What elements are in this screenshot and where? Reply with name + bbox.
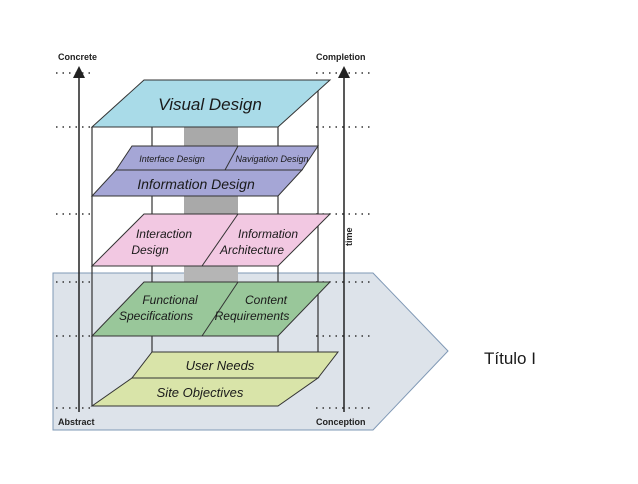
interface-label: Interface Design [139,154,205,164]
info-arch-label-1: Information [238,227,298,241]
content-label-1: Content [245,293,288,307]
label-completion: Completion [316,52,366,62]
label-concrete: Concrete [58,52,98,62]
connection-strand-middle [184,196,238,214]
interaction-label-2: Design [131,243,169,257]
visual-design-label: Visual Design [158,95,262,114]
functional-label-2: Specifications [119,309,193,323]
interaction-label-1: Interaction [136,227,192,241]
site-objectives-label: Site Objectives [157,385,244,400]
information-design-label: Information Design [137,176,255,192]
user-needs-label: User Needs [186,358,255,373]
plane-surface: Visual Design [90,79,332,128]
label-conception: Conception [316,417,366,427]
label-abstract: Abstract [58,417,95,427]
plane-structure: Interaction Design Information Architect… [90,213,332,267]
content-label-2: Requirements [215,309,290,323]
slide-title: Título I [484,349,536,368]
connection-strand-lower [184,264,238,284]
info-arch-label-2: Architecture [219,243,284,257]
plane-skeleton: Interface Design Navigation Design Infor… [90,145,319,197]
level-guides [56,72,372,409]
navigation-label: Navigation Design [235,154,308,164]
plane-scope: Functional Specifications Content Requir… [90,281,332,337]
functional-label-1: Functional [142,293,198,307]
time-axis-label: time [344,227,354,246]
plane-strategy: User Needs Site Objectives [90,351,340,407]
